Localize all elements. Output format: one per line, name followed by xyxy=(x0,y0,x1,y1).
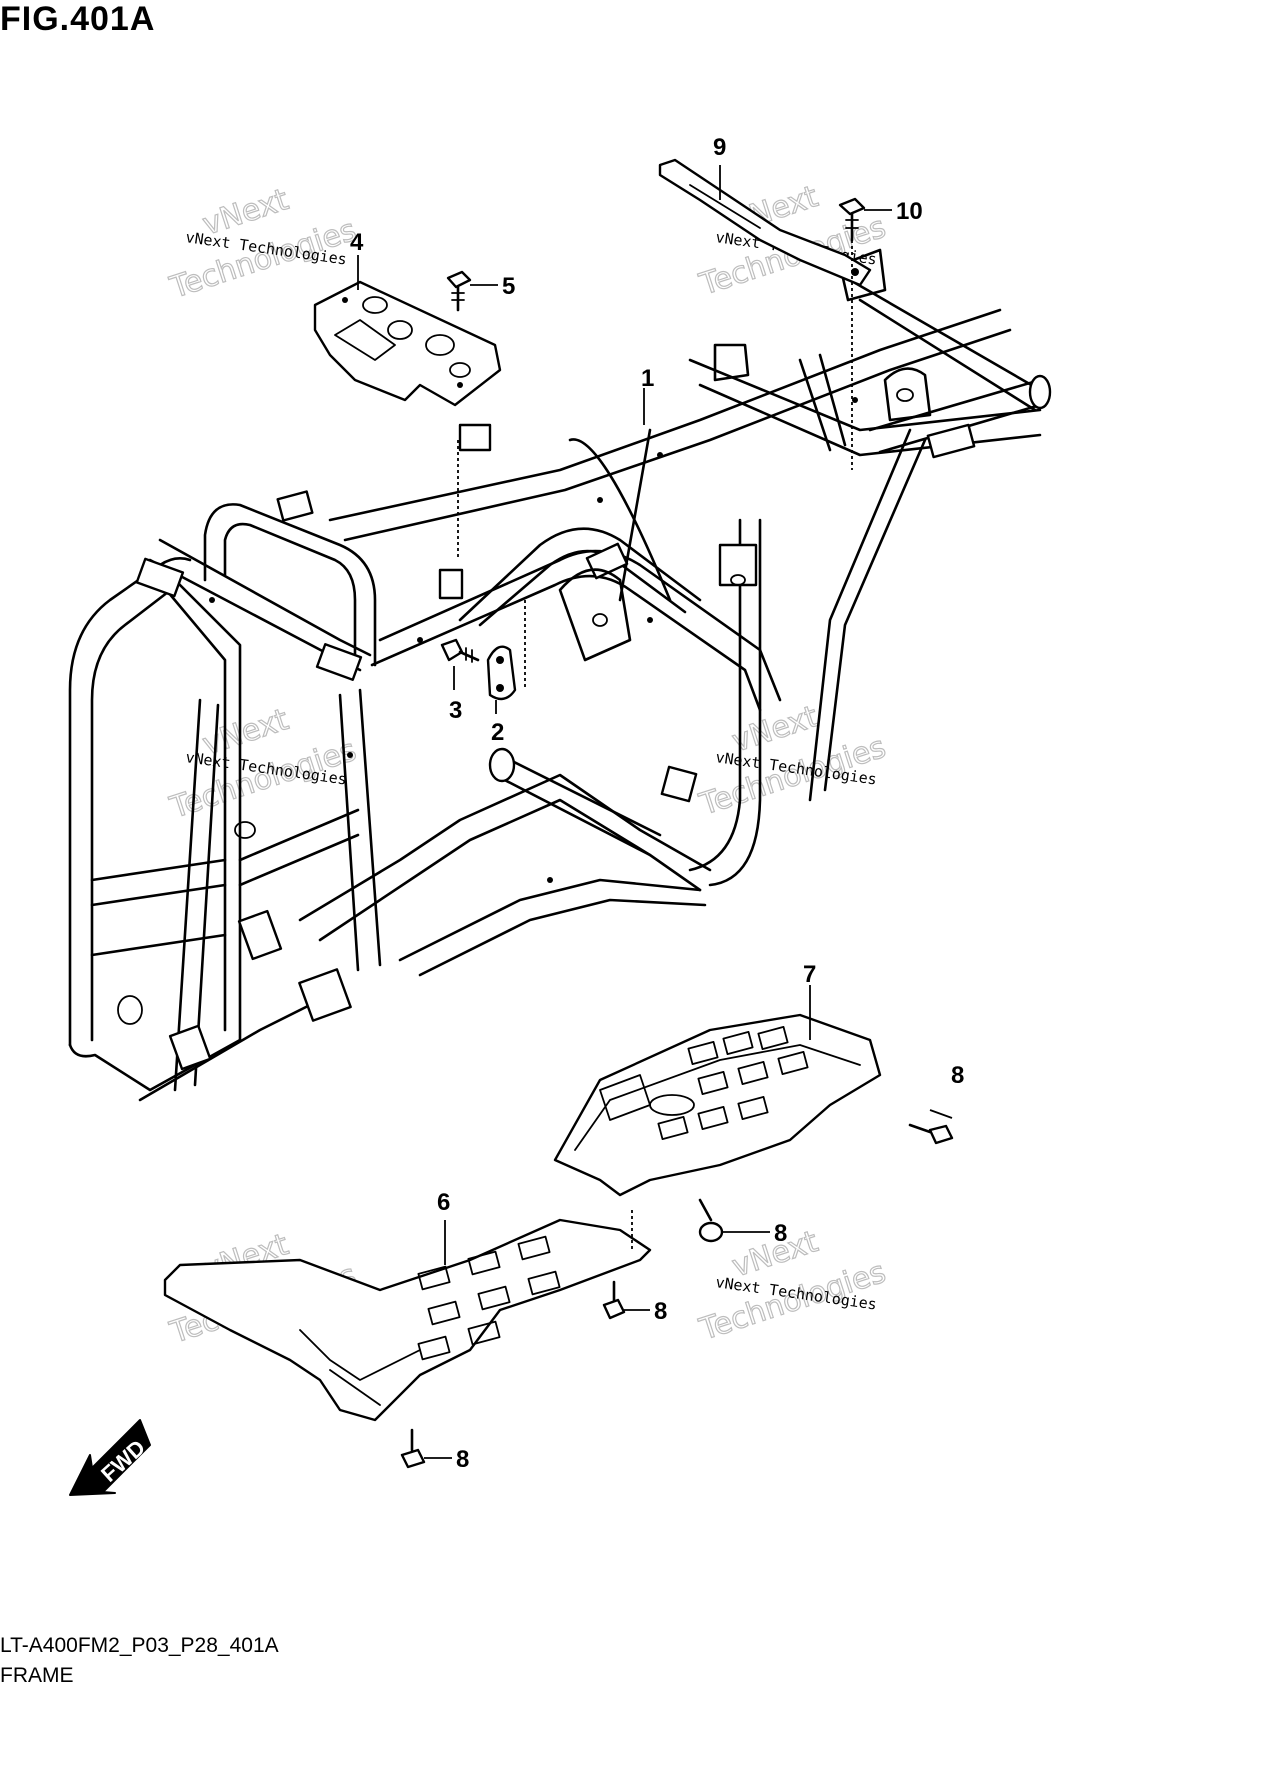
bolt-part-10 xyxy=(838,197,866,242)
watermark-top-left: vNext Technologies xyxy=(165,182,361,307)
watermark-mid-left: vNext Technologies xyxy=(165,702,361,827)
callout-6: 6 xyxy=(437,1189,450,1216)
bolt-part-8-right xyxy=(908,1123,954,1145)
callout-10: 10 xyxy=(896,198,923,225)
callout-2: 2 xyxy=(491,719,504,746)
callout-8-bottom: 8 xyxy=(456,1446,469,1473)
skid-plate-part-6 xyxy=(163,1218,652,1422)
callout-8-mid: 8 xyxy=(774,1220,787,1247)
bracket-part-9 xyxy=(658,158,872,287)
fwd-arrow-icon: FWD xyxy=(69,1419,151,1496)
callout-5: 5 xyxy=(502,273,515,300)
callout-3: 3 xyxy=(449,697,462,724)
bracket-part-2 xyxy=(486,645,517,701)
callout-1: 1 xyxy=(641,365,654,392)
callout-4: 4 xyxy=(350,229,364,256)
plate-part-4 xyxy=(313,280,502,407)
watermark-mid-right: vNext Technologies xyxy=(694,698,890,823)
figure-title: FIG.401A xyxy=(0,0,156,38)
main-frame-part xyxy=(68,248,1052,1102)
bolt-part-5 xyxy=(446,270,472,312)
watermark-word: vNext xyxy=(728,699,822,759)
bolt-part-8-mid xyxy=(698,1198,724,1243)
skid-plate-part-7 xyxy=(553,1013,882,1197)
callout-9: 9 xyxy=(713,134,726,161)
bolt-part-3 xyxy=(440,638,480,663)
bolt-part-8-bottom xyxy=(400,1428,426,1469)
callout-7: 7 xyxy=(803,961,816,988)
callout-8-center: 8 xyxy=(654,1298,667,1325)
bolt-part-8-center xyxy=(602,1280,626,1320)
figure-code: LT-A400FM2_P03_P28_401A xyxy=(0,1634,279,1657)
figure-name: FRAME xyxy=(0,1664,74,1687)
callout-8-right: 8 xyxy=(951,1062,964,1089)
leader-lines xyxy=(357,165,953,1459)
